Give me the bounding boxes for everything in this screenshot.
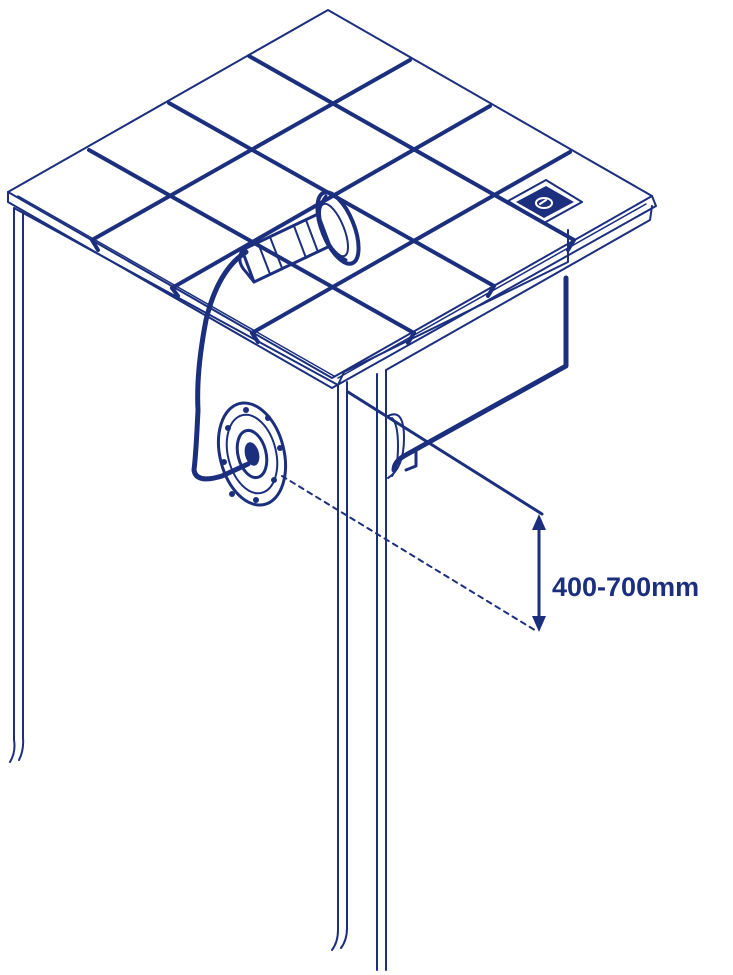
fixture-lens-inner	[319, 202, 349, 258]
tile-line-b1	[90, 58, 412, 242]
fixture-cable	[191, 249, 251, 482]
conduit-pipe	[391, 275, 569, 473]
niche-flange-inner	[235, 428, 269, 480]
coping-joint-4	[406, 331, 416, 345]
corner-wall-edge-2	[340, 381, 348, 949]
niche-flange-mid	[225, 413, 279, 495]
coping-joint-5	[486, 284, 496, 298]
coping-joint-2	[170, 286, 180, 298]
pool-light-fixture-icon	[191, 190, 361, 482]
reference-line-light-center	[281, 475, 539, 633]
reference-line-top	[346, 390, 544, 516]
fixture-neck	[316, 194, 348, 262]
niche-core	[244, 442, 260, 466]
dimension-label: 400-700mm	[552, 572, 700, 602]
niche-right-flange	[402, 448, 418, 472]
left-wall-outer-edge	[9, 207, 16, 763]
dimension-annotation	[281, 390, 546, 633]
coping-joints	[90, 238, 576, 345]
junction-box-icon	[535, 197, 553, 209]
dimension-arrow-icon	[532, 514, 546, 632]
fixture-lens-outer	[315, 190, 361, 266]
junction-box-frame	[507, 179, 583, 224]
coping-joint-3	[250, 331, 260, 344]
left-wall-inner-edge	[18, 211, 25, 761]
tile-line-b3	[250, 150, 572, 335]
coping-joint-1	[90, 238, 100, 252]
coping-bottom-right	[337, 205, 653, 386]
right-wall-top-edge	[343, 229, 569, 373]
coping-joint-6	[566, 238, 576, 252]
coping-front-right	[331, 195, 657, 389]
wall-niche-icon	[216, 401, 288, 507]
fixture-tail	[238, 248, 256, 284]
fixture-body-ribs	[257, 219, 319, 275]
pool-walls	[9, 207, 569, 971]
niche-flange-outer	[216, 401, 288, 507]
corner-wall-edge-1	[331, 384, 339, 951]
conduit	[391, 275, 569, 473]
coping-front-left	[7, 191, 333, 389]
niche-screw-holes	[221, 407, 283, 503]
junction-box-lid	[516, 186, 574, 218]
tile-line-b2	[170, 104, 492, 290]
junction-box	[507, 179, 583, 224]
